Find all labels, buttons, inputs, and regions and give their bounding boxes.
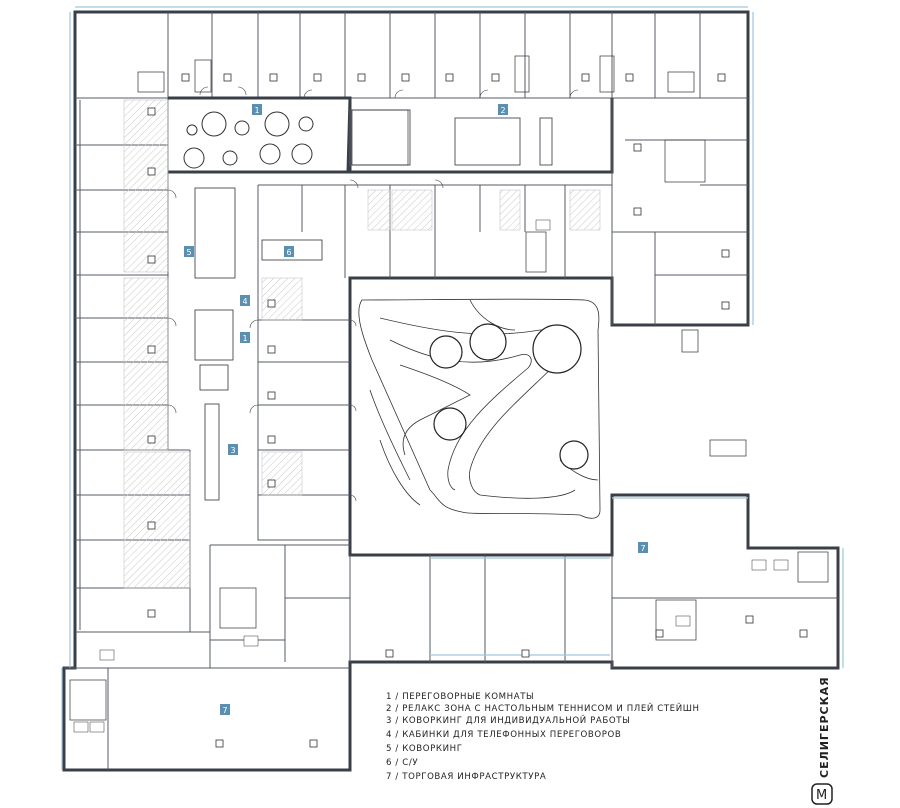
legend-item: 4 / КАБИНКИ ДЛЯ ТЕЛЕФОННЫХ ПЕРЕГОВОРОВ	[386, 730, 621, 740]
legend-item: 2 / РЕЛАКС ЗОНА С НАСТОЛЬНЫМ ТЕННИСОМ И …	[386, 702, 700, 714]
svg-text:1: 1	[255, 106, 260, 115]
room-tag: 4	[240, 295, 250, 306]
svg-text:1: 1	[243, 334, 248, 343]
legend-item: 5 / КОВОРКИНГ	[386, 744, 463, 754]
metro-station: М СЕЛИГЕРСКАЯ	[811, 676, 833, 805]
room-tag: 2	[498, 104, 508, 115]
metro-icon: М	[811, 783, 833, 805]
room-tag: 5	[184, 246, 194, 257]
courtyard-trees	[429, 323, 589, 470]
hatched-zones	[123, 99, 601, 589]
stairs	[69, 55, 829, 721]
room-tag: 7	[220, 704, 230, 715]
legend-item: 7 / ТОРГОВАЯ ИНФРАСТРУКТУРА	[386, 772, 546, 782]
svg-text:2: 2	[501, 106, 506, 115]
legend-item: 3 / КОВОРКИНГ ДЛЯ ИНДИВИДУАЛЬНОЙ РАБОТЫ	[386, 714, 630, 726]
coworking-furniture	[194, 187, 323, 501]
metro-station-name: СЕЛИГЕРСКАЯ	[818, 676, 831, 778]
svg-text:7: 7	[223, 706, 228, 715]
room-tag: 1	[240, 332, 250, 343]
room-tag: 3	[228, 444, 238, 455]
legend-item: 6 / С/У	[386, 758, 418, 768]
svg-text:5: 5	[187, 248, 192, 257]
meeting-tables	[183, 111, 314, 169]
svg-text:4: 4	[243, 297, 248, 306]
svg-text:7: 7	[641, 544, 646, 553]
structural-columns	[147, 73, 808, 748]
room-tag: 6	[284, 246, 294, 257]
svg-text:М: М	[816, 788, 827, 803]
svg-text:6: 6	[287, 248, 292, 257]
restroom-icons	[73, 219, 789, 733]
room-tag: 7	[638, 542, 648, 553]
room-tags: 1 2 5 6 4 1 3 7	[184, 104, 648, 715]
building-walls	[61, 6, 844, 772]
doors	[167, 86, 579, 502]
svg-text:3: 3	[231, 446, 236, 455]
legend: 1 / ПЕРЕГОВОРНЫЕ КОМНАТЫ 2 / РЕЛАКС ЗОНА…	[386, 692, 700, 782]
legend-item: 1 / ПЕРЕГОВОРНЫЕ КОМНАТЫ	[386, 692, 534, 702]
room-tag: 1	[252, 104, 262, 115]
